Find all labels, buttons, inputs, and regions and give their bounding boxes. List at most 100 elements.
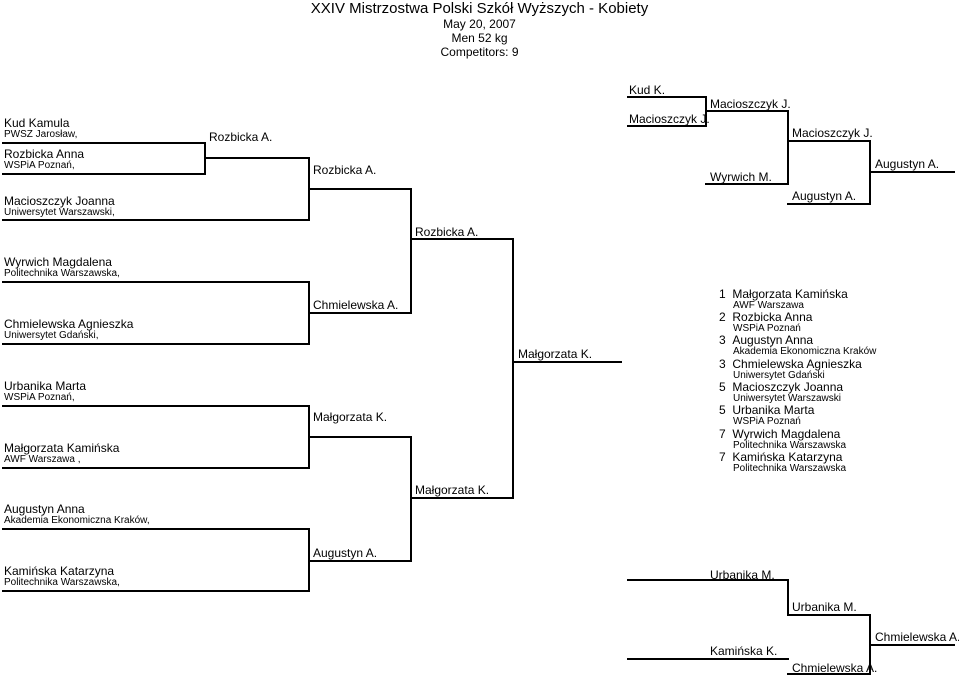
bronze-winner: Chmielewska A. [875,630,959,644]
entrant-name: Macioszczyk Joanna [4,194,115,208]
bracket-line [627,579,707,581]
bracket-line [787,110,789,184]
entrant-name: Małgorzata Kamińska [4,441,120,455]
entrant-club: Politechnika Warszawska, [4,268,120,279]
result-name: Chmielewska Agnieszka [732,357,862,371]
result-name: Augustyn Anna [732,333,814,347]
bracket-line [705,110,789,112]
bronze-winner: Augustyn A. [875,157,940,171]
bracket-line [410,497,514,499]
bracket-line [787,140,871,142]
result-club: WSPiA Poznań [733,323,801,334]
result-row: 1 Małgorzata Kamińska [719,288,848,301]
bracket-line [308,560,412,562]
tournament-date: May 20, 2007 [443,17,516,31]
entrant-name: Rozbicka Anna [4,147,85,161]
entrant-name: Wyrwich Magdalena [4,255,112,269]
bracket-line [308,188,412,190]
bracket-line [787,614,871,616]
result-place: 2 [719,310,726,324]
entrant-club: WSPiA Poznań, [4,392,75,403]
repechage-winner: Kamińska K. [710,644,778,658]
final-winner: Małgorzata K. [518,347,593,361]
entrant-name: Augustyn Anna [4,502,85,516]
repechage-winner: Augustyn A. [792,189,857,203]
bracket-line [410,188,412,314]
repechage-winner: Wyrwich M. [710,170,772,184]
bracket-line [410,436,412,562]
result-row: 7 Wyrwich Magdalena [719,428,840,441]
result-row: 7 Kamińska Katarzyna [719,451,842,464]
bracket-line [410,238,514,240]
bracket-line [705,110,707,125]
competitors-count: Competitors: 9 [440,45,519,59]
result-place: 3 [719,333,726,347]
bracket-line [2,405,310,407]
entrant-name: Kud Kamula [4,116,70,130]
bracket-line [308,312,412,314]
bracket-line [787,579,789,615]
match-winner: Rozbicka A. [209,130,273,144]
repechage-winner: Chmielewska A. [792,661,878,675]
result-club: Akademia Ekonomiczna Kraków [733,346,877,357]
bracket-line [627,658,789,660]
bracket-line [787,203,871,205]
result-row: 3 Chmielewska Agnieszka [719,358,862,371]
result-club: WSPiA Poznań [733,416,801,427]
result-place: 5 [719,403,726,417]
result-place: 7 [719,427,726,441]
entrant-name: Kamińska Katarzyna [4,564,115,578]
bracket-line [2,590,310,592]
entrant-name: Chmielewska Agnieszka [4,317,134,331]
result-club: Politechnika Warszawska [733,440,847,451]
bracket-line [627,96,707,98]
repechage-seed: Kud K. [629,83,666,97]
bracket-line [2,281,310,283]
result-name: Kamińska Katarzyna [732,450,843,464]
bracket-line [308,436,412,438]
entrant-club: Uniwersytet Gdański, [4,330,99,341]
result-place: 1 [719,287,726,301]
weight-category: Men 52 kg [451,31,508,45]
bracket-line [787,673,871,675]
repechage-winner: Urbanika M. [710,568,775,582]
bracket-line [512,361,622,363]
bracket-line [705,579,789,581]
result-place: 3 [719,357,726,371]
entrant-club: Akademia Ekonomiczna Kraków, [4,515,150,526]
entrant-club: WSPiA Poznań, [4,160,75,171]
result-row: 3 Augustyn Anna [719,334,813,347]
result-name: Wyrwich Magdalena [732,427,841,441]
result-club: Politechnika Warszawska [733,463,847,474]
entrant-club: AWF Warszawa , [4,454,81,465]
entrant-name: Urbanika Marta [4,379,87,393]
bracket-line [2,528,310,530]
bracket-line [2,467,310,469]
match-winner: Małgorzata K. [415,483,490,497]
result-club: Uniwersytet Gdański [733,370,825,381]
bracket-line [705,96,707,111]
match-winner: Chmielewska A. [313,298,399,312]
bracket-line [869,171,955,173]
repechage-winner: Macioszczyk J. [629,112,710,126]
result-place: 5 [719,380,726,394]
result-row: 5 Urbanika Marta [719,404,814,417]
result-row: 2 Rozbicka Anna [719,311,812,324]
result-club: Uniwersytet Warszawski [733,393,841,404]
bracket-line [2,219,310,221]
match-winner: Augustyn A. [313,546,378,560]
bracket-line [204,157,310,159]
repechage-winner: Macioszczyk J. [792,126,873,140]
result-row: 5 Macioszczyk Joanna [719,381,843,394]
entrant-club: PWSZ Jarosław, [4,129,78,140]
result-place: 7 [719,450,726,464]
bracket-line [705,183,789,185]
result-club: AWF Warszawa [733,300,804,311]
bracket-line [2,173,206,175]
match-winner: Rozbicka A. [313,163,377,177]
results-panel: 1 Małgorzata Kamińska AWF Warszawa 2 Roz… [709,280,876,480]
result-name: Rozbicka Anna [732,310,813,324]
result-name: Macioszczyk Joanna [732,380,844,394]
entrant-club: Uniwersytet Warszawski, [4,207,115,218]
result-name: Małgorzata Kamińska [732,287,848,301]
